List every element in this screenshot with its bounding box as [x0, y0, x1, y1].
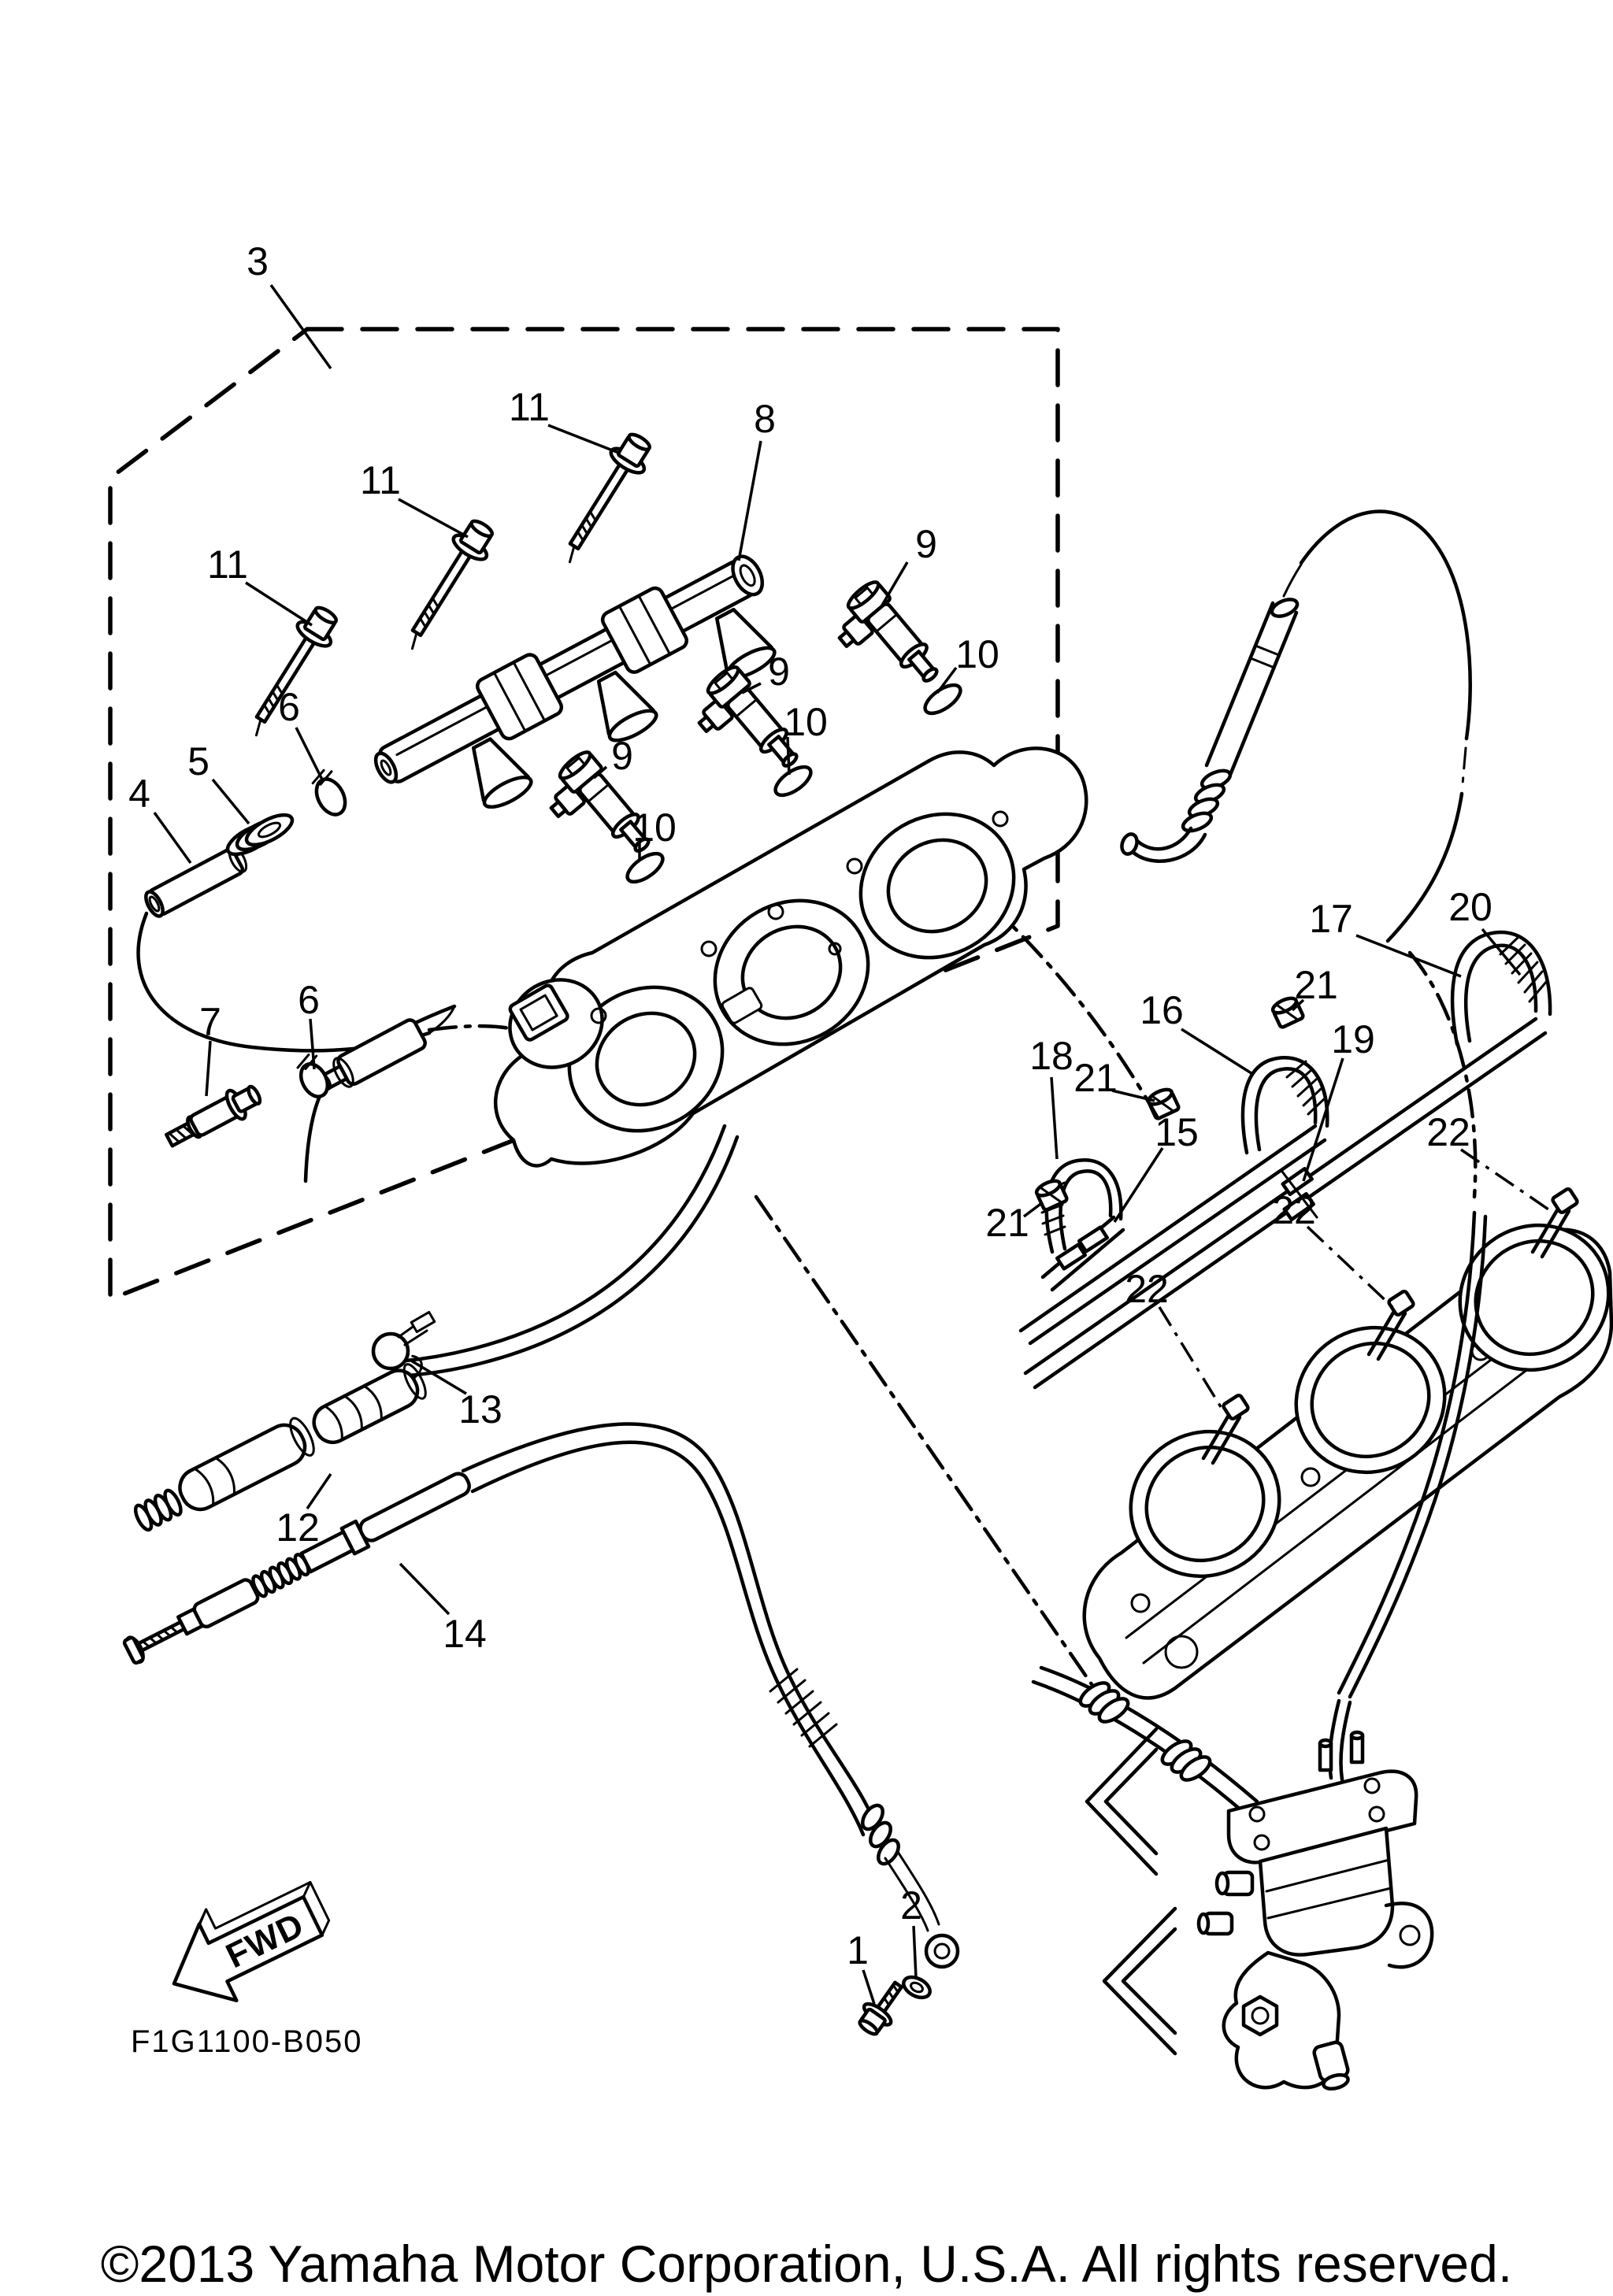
callout-9: 9	[768, 650, 790, 694]
callout-10: 10	[955, 632, 999, 676]
callout-leader-16	[1181, 1028, 1255, 1076]
callout-leader-20	[1481, 928, 1522, 976]
callout-5: 5	[187, 739, 210, 783]
oil-pump	[1196, 1730, 1434, 2091]
callout-15: 15	[1155, 1110, 1199, 1154]
callout-leader-10	[936, 666, 958, 694]
regulator-group	[136, 768, 457, 1183]
callout-leader-18	[1050, 1076, 1059, 1160]
callout-16: 16	[1140, 988, 1184, 1032]
fuel-rail	[373, 554, 777, 809]
callout-leader-22	[1306, 1225, 1394, 1309]
throttle-cable-14	[122, 1472, 471, 1665]
callout-10: 10	[784, 700, 828, 744]
injector-o-rings	[625, 683, 962, 884]
callout-leader-22	[1158, 1306, 1224, 1410]
callout-leader-9	[879, 561, 909, 609]
callout-11: 11	[509, 385, 550, 429]
callout-leader-1	[862, 1969, 876, 2005]
callout-leader-10	[786, 736, 791, 776]
callout-13: 13	[458, 1387, 502, 1431]
callout-6: 6	[298, 978, 320, 1022]
return-hose	[1328, 1210, 1488, 1782]
sealing-washer	[902, 1975, 932, 2000]
reed-plate-discs	[1129, 1187, 1611, 1579]
callout-12: 12	[276, 1505, 320, 1550]
callout-9: 9	[915, 522, 937, 566]
callout-18: 18	[1029, 1034, 1073, 1078]
section-pointers	[1085, 1727, 1177, 2056]
callout-10: 10	[632, 805, 677, 850]
callout-22: 22	[1125, 1267, 1169, 1311]
callout-leader-19	[1302, 1057, 1344, 1182]
callout-21: 21	[1073, 1056, 1118, 1100]
callout-leader-12	[306, 1473, 332, 1509]
pulse-hose-middle	[1018, 1056, 1329, 1346]
callout-19: 19	[1331, 1017, 1375, 1061]
rail-bolts	[254, 432, 652, 737]
callout-leader-8	[737, 440, 762, 561]
callout-leader-15	[1113, 1147, 1164, 1223]
callout-21: 21	[1294, 963, 1338, 1007]
callout-leader-21	[1111, 1089, 1155, 1102]
callout-leader-21	[1291, 998, 1305, 1012]
callout-3: 3	[247, 239, 269, 283]
callout-22: 22	[1272, 1188, 1316, 1232]
callout-21: 21	[985, 1201, 1029, 1245]
callout-1: 1	[847, 1928, 869, 1972]
group-boundary-dashed-box	[108, 327, 1060, 1302]
callout-leader-5	[211, 778, 250, 825]
callout-leader-9	[741, 682, 762, 694]
callout-8: 8	[754, 397, 776, 441]
hose-caps	[1034, 996, 1305, 1212]
callout-7: 7	[199, 1000, 221, 1044]
oil-hose-loop	[1120, 509, 1472, 943]
diagram-artwork	[108, 327, 1613, 2091]
callout-6: 6	[278, 685, 300, 729]
callout-leader-21	[1022, 1201, 1044, 1218]
callout-leader-11	[245, 581, 313, 627]
callout-17: 17	[1309, 897, 1353, 941]
callout-11: 11	[207, 543, 248, 587]
callout-leader-6	[309, 1018, 316, 1070]
fuel-injectors	[549, 580, 939, 853]
callout-leader-11	[547, 424, 621, 455]
banjo-bolt	[858, 1980, 903, 2036]
throttle-body-assembly	[493, 746, 1088, 1168]
callout-leader-4	[153, 811, 192, 865]
callout-leader-3	[269, 283, 332, 370]
callout-20: 20	[1448, 885, 1492, 929]
callout-14: 14	[443, 1612, 487, 1656]
callout-leader-2	[912, 1925, 918, 1979]
callout-9: 9	[611, 734, 633, 778]
callout-leader-13	[410, 1359, 467, 1395]
fwd-arrow: FWD	[172, 1880, 331, 2002]
callout-leader-17	[1355, 934, 1462, 978]
throttle-cable-parts	[122, 1310, 960, 1969]
callout-22: 22	[1426, 1110, 1470, 1154]
callout-leader-14	[399, 1562, 451, 1616]
callout-leader-11	[398, 498, 469, 539]
pulse-hose-upper	[1023, 930, 1552, 1390]
callout-leader-lines	[153, 283, 1554, 2005]
callout-11: 11	[360, 458, 401, 502]
callout-leader-6	[295, 727, 324, 782]
callout-leader-7	[205, 1040, 212, 1097]
cable-sweep-left	[385, 1124, 740, 1379]
figure-code: F1G1100-B050	[131, 2024, 363, 2059]
cable-clip	[371, 1310, 436, 1371]
callout-2: 2	[900, 1883, 922, 1928]
copyright-line: ©2013 Yamaha Motor Corporation, U.S.A. A…	[101, 2235, 1512, 2293]
callout-4: 4	[128, 772, 150, 816]
callout-leader-9	[592, 765, 608, 780]
callout-leader-22	[1460, 1148, 1554, 1214]
